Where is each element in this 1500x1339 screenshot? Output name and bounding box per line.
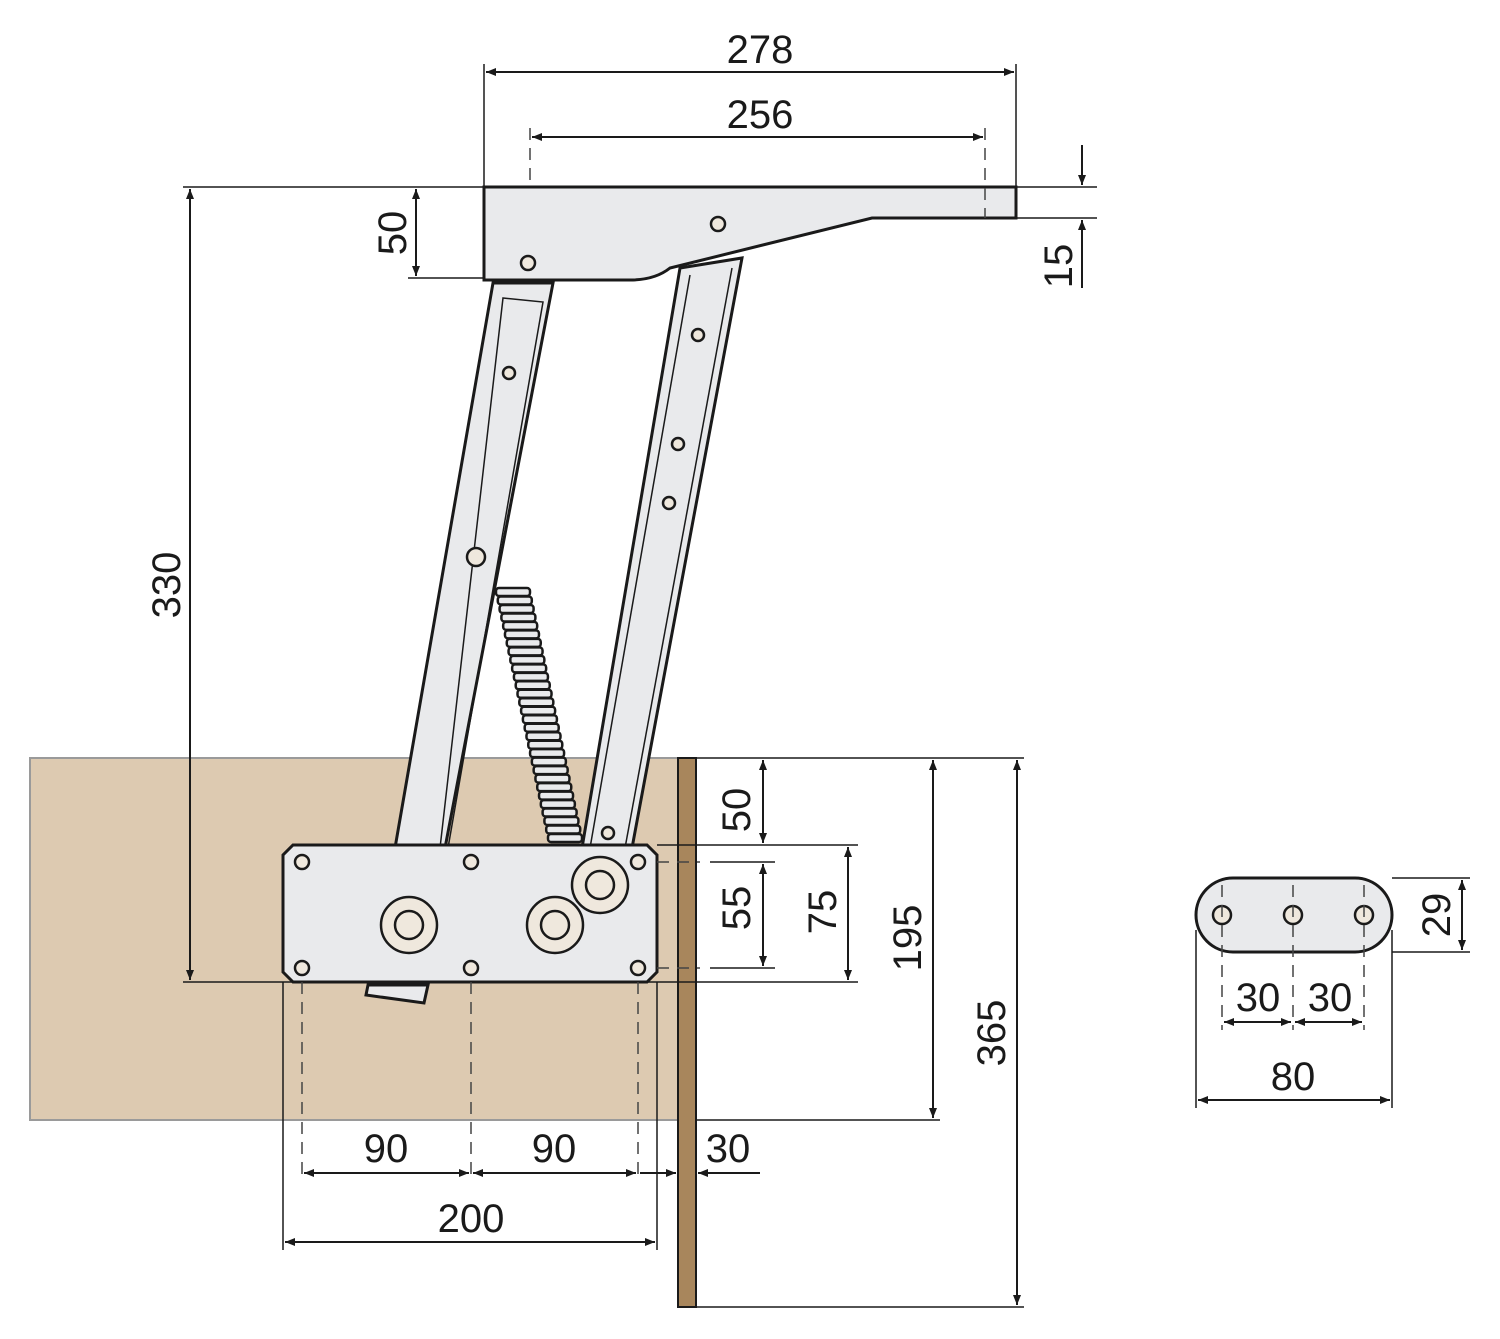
dim-50-top: 50 — [371, 211, 415, 256]
spring-coil — [528, 747, 566, 759]
spring-coil — [527, 739, 564, 750]
spring-coil — [519, 705, 557, 717]
spring-coil — [514, 680, 551, 691]
screw-hole — [462, 959, 480, 977]
spring-coil — [509, 654, 546, 666]
dim-278: 278 — [727, 28, 794, 72]
screw-hole — [629, 853, 647, 871]
spring-coil — [496, 595, 534, 606]
spring-coil — [541, 807, 578, 818]
dim-330: 330 — [145, 552, 189, 619]
spring-coil — [537, 790, 575, 801]
dim-200: 200 — [438, 1197, 505, 1241]
dim-365: 365 — [970, 1000, 1014, 1067]
dim-30-small-right: 30 — [1308, 976, 1353, 1020]
dim-80: 80 — [1271, 1055, 1316, 1099]
spring-coil — [501, 620, 539, 632]
spring-coil — [535, 781, 573, 793]
spring-coil — [525, 730, 562, 742]
spring-coil — [543, 815, 580, 827]
screw-hole — [462, 853, 480, 871]
dim-55: 55 — [715, 886, 759, 931]
spring-coil — [505, 637, 543, 649]
spring-coil — [546, 832, 584, 844]
dim-75: 75 — [801, 890, 845, 935]
spring-coil — [518, 697, 555, 708]
spring-coil — [530, 756, 568, 767]
dim-30-small-left: 30 — [1236, 976, 1281, 1020]
side-panel — [677, 757, 697, 1308]
screw-hole — [293, 853, 311, 871]
dim-15: 15 — [1037, 244, 1081, 289]
spring-coil — [498, 603, 535, 615]
dimension-lines — [186, 68, 1466, 1305]
dim-29: 29 — [1415, 893, 1459, 938]
spring — [494, 586, 584, 844]
dim-30-panel: 30 — [706, 1127, 751, 1171]
spring-coil — [539, 798, 577, 810]
dim-195: 195 — [886, 905, 930, 972]
spring-coil — [510, 663, 548, 674]
extension-lines — [183, 64, 1470, 1308]
spring-coil — [507, 646, 544, 657]
dim-50-right: 50 — [715, 788, 759, 833]
dim-90-left: 90 — [364, 1127, 409, 1171]
screw-hole — [293, 959, 311, 977]
spring-coil — [532, 764, 569, 776]
spring-coil — [494, 586, 532, 598]
dim-256: 256 — [727, 93, 794, 137]
spring-coil — [544, 824, 582, 835]
spring-coil — [500, 612, 537, 623]
spring-coil — [503, 629, 541, 640]
spring-coil — [521, 713, 559, 725]
spring-coil — [523, 722, 560, 733]
dim-90-right: 90 — [532, 1127, 577, 1171]
screw-hole — [629, 959, 647, 977]
spring-coil — [516, 688, 553, 700]
spring-coil — [512, 671, 550, 683]
top-bracket — [482, 185, 1018, 282]
spring-coil — [534, 773, 571, 784]
